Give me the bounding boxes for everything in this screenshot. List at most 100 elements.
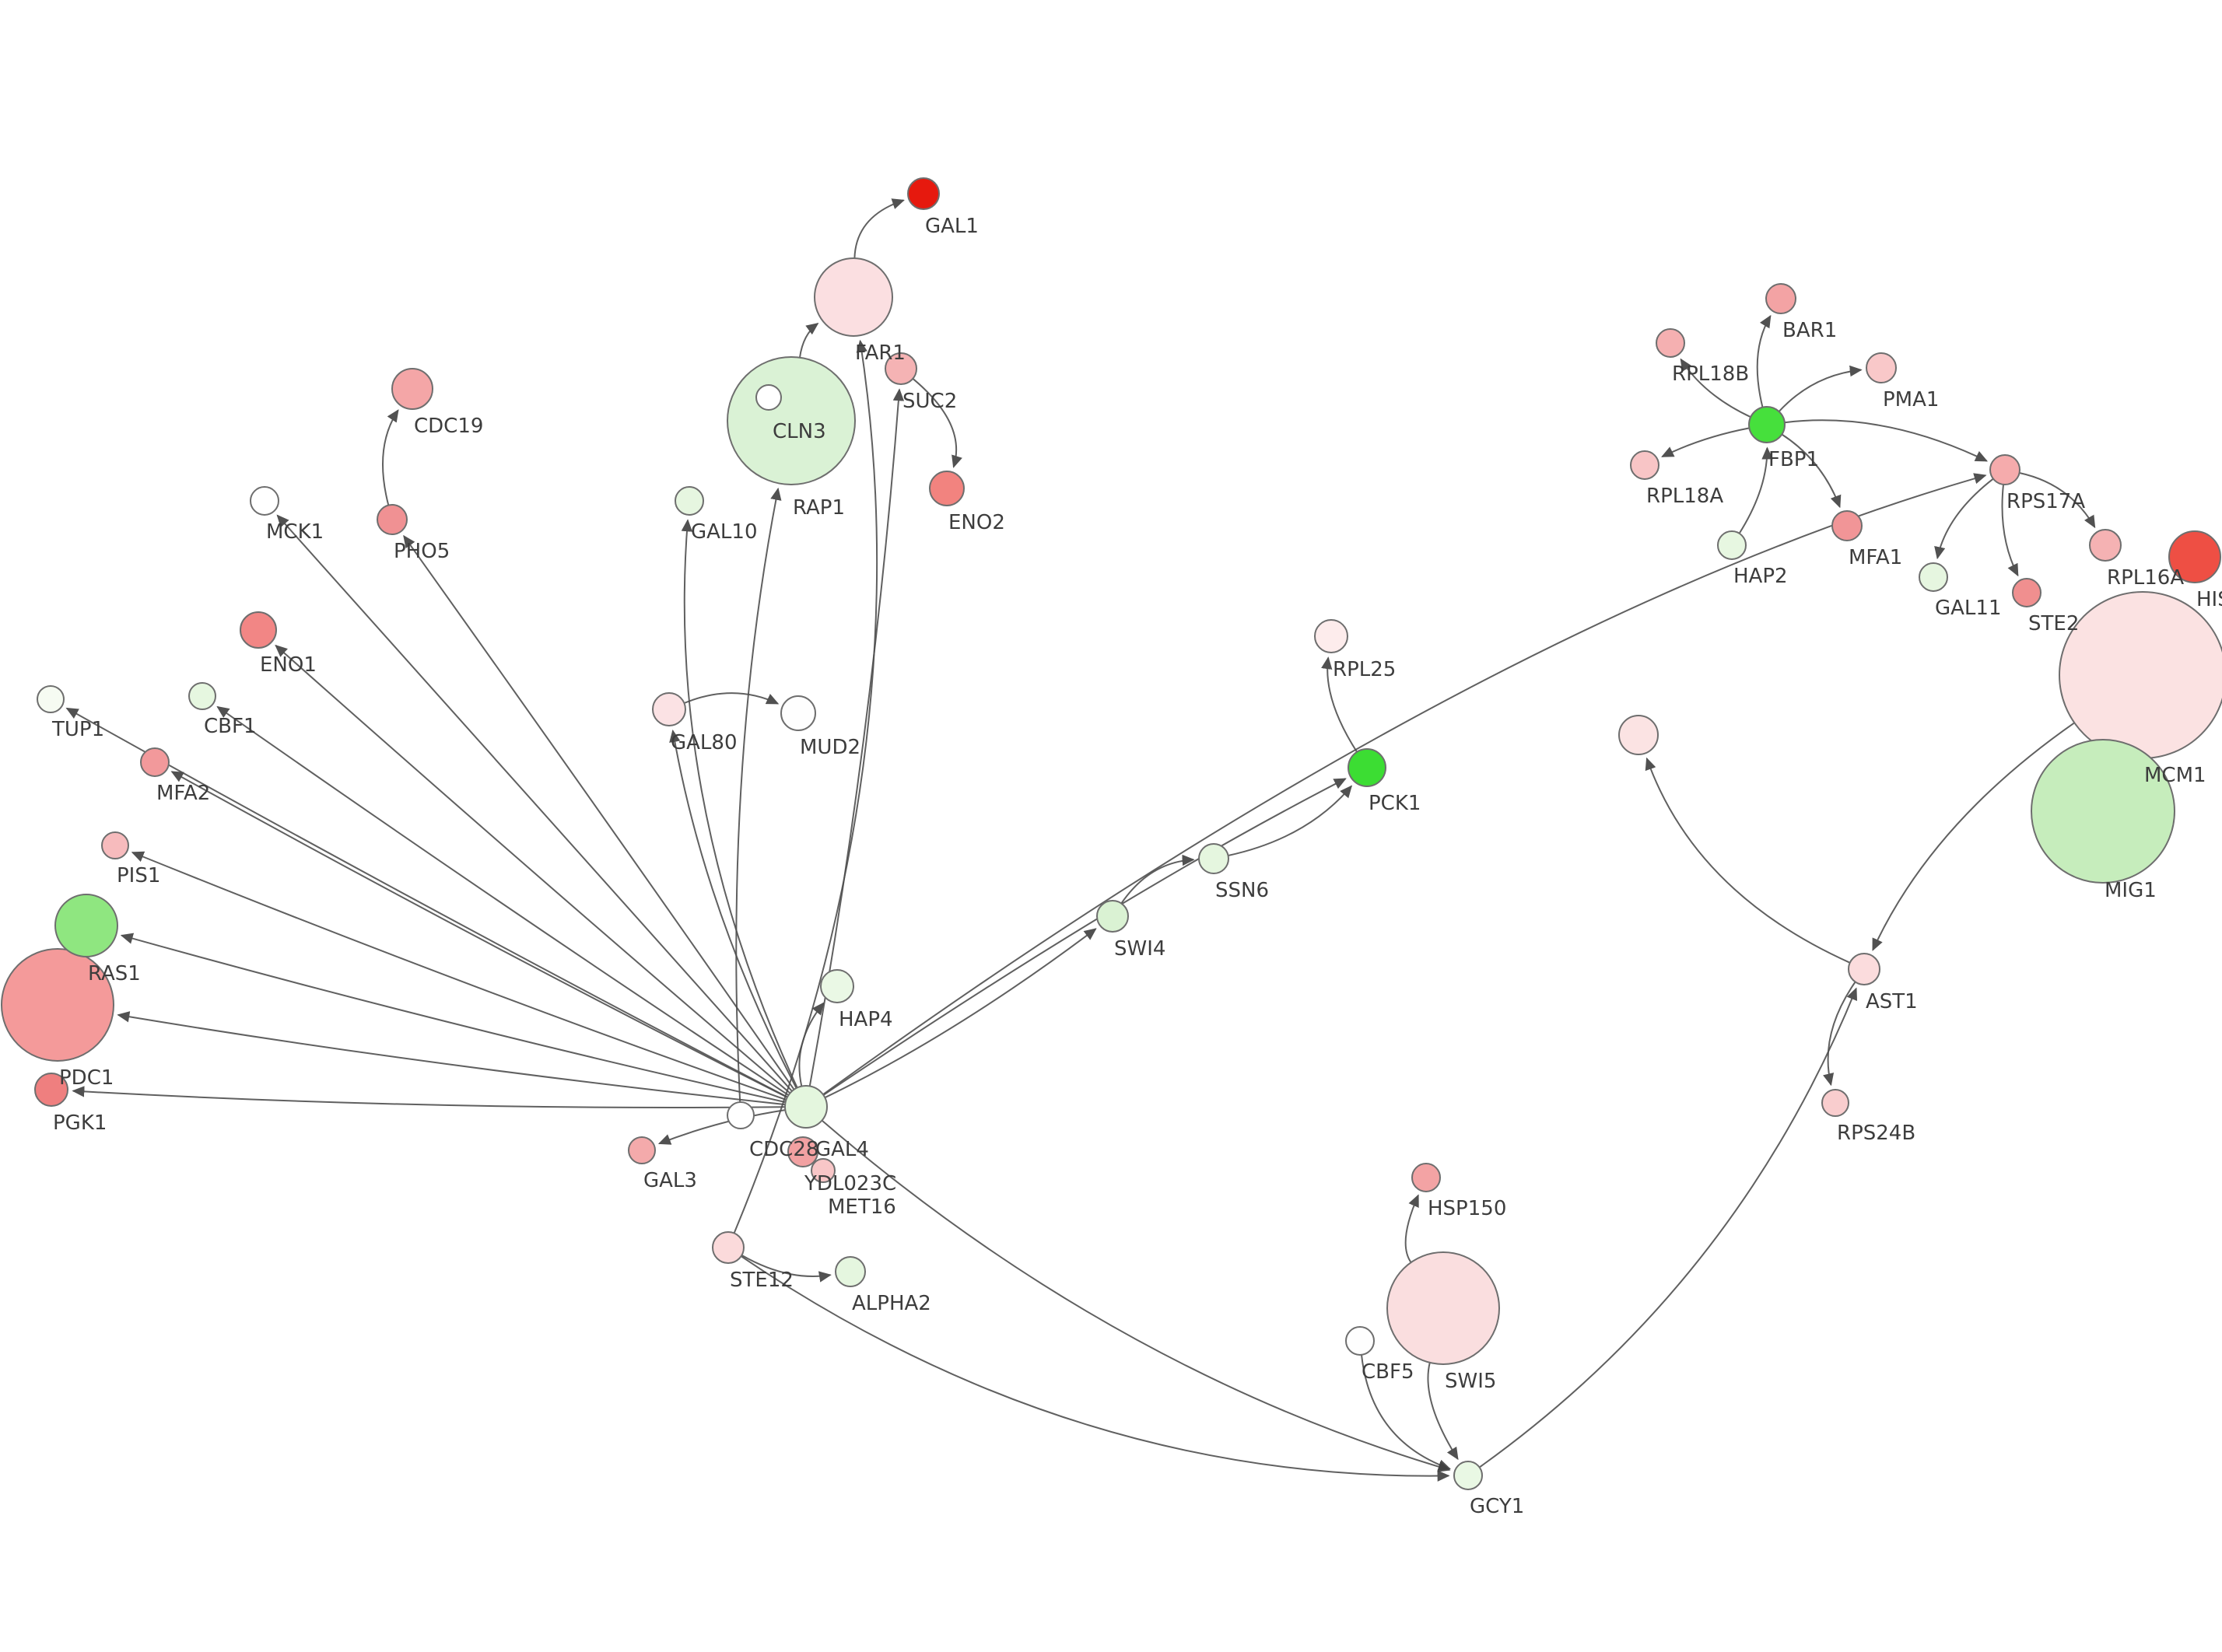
node-GAL3[interactable]: [628, 1136, 656, 1164]
edge-SWI4-SSN6: [1120, 854, 1195, 905]
node-GAL4[interactable]: [784, 1085, 828, 1129]
label-MET16: MET16: [828, 1195, 896, 1219]
node-RAP1[interactable]: [755, 384, 782, 411]
edge-GAL4-TUP1: [65, 707, 788, 1098]
label-RPS24B: RPS24B: [1837, 1122, 1915, 1145]
edge-MCM1-AST1: [1872, 722, 2075, 951]
label-PIS1: PIS1: [117, 864, 160, 887]
node-ALPHA2[interactable]: [835, 1256, 866, 1287]
edge-FBP1-PMA1: [1778, 365, 1863, 412]
node-YDL023C[interactable]: [787, 1136, 818, 1167]
node-PIS1[interactable]: [101, 831, 129, 859]
node-CBF1[interactable]: [188, 682, 216, 710]
node-MCM1[interactable]: [2059, 591, 2222, 759]
node-CDC28[interactable]: [727, 1101, 755, 1129]
node-SSN6[interactable]: [1198, 843, 1229, 874]
node-SWI4[interactable]: [1096, 900, 1129, 933]
label-RPL25: RPL25: [1333, 658, 1396, 681]
node-HAP2[interactable]: [1717, 530, 1747, 560]
edge-GAL4-PIS1: [131, 851, 787, 1101]
node-CDC19[interactable]: [391, 368, 433, 410]
node-HAP4[interactable]: [820, 969, 854, 1003]
node-HIS4[interactable]: [2168, 530, 2221, 583]
node-FBP1[interactable]: [1748, 406, 1786, 443]
label-GAL1: GAL1: [925, 215, 979, 238]
node-GCY1[interactable]: [1453, 1461, 1483, 1490]
label-GCY1: GCY1: [1470, 1495, 1524, 1518]
node-SWI5[interactable]: [1386, 1251, 1500, 1365]
node-ENO2[interactable]: [929, 471, 965, 506]
node-RPS24B[interactable]: [1821, 1089, 1849, 1117]
edge-FAR1-GAL1: [853, 198, 905, 259]
node-RPS17A[interactable]: [1989, 454, 2020, 485]
node-PCK1[interactable]: [1348, 748, 1386, 787]
label-CLN3: CLN3: [773, 420, 826, 443]
node-SUC2[interactable]: [885, 352, 917, 385]
label-RPL18B: RPL18B: [1672, 362, 1749, 386]
node-PHO5[interactable]: [377, 504, 408, 535]
edge-GAL4-RPS17A: [822, 473, 1987, 1096]
edge-GAL4-GCY1: [821, 1119, 1451, 1472]
node-HSP150[interactable]: [1411, 1163, 1441, 1192]
edge-SSN6-PCK1: [1228, 785, 1353, 856]
node-GAL1[interactable]: [907, 177, 940, 210]
node-MFA1[interactable]: [1831, 510, 1863, 541]
edge-GAL4-CBF1: [216, 705, 790, 1096]
node-MFA2[interactable]: [140, 747, 170, 777]
node-RPL25[interactable]: [1314, 619, 1348, 653]
node-MCK1[interactable]: [250, 486, 279, 516]
label-MCM1: MCM1: [2144, 764, 2206, 787]
label-SWI4: SWI4: [1114, 937, 1165, 961]
edge-SWI5-GCY1: [1427, 1362, 1459, 1461]
node-TUP1[interactable]: [37, 685, 65, 713]
label-ALPHA2: ALPHA2: [852, 1292, 931, 1315]
edge-CDC28-CLN3: [735, 487, 782, 1103]
node-FAR1[interactable]: [814, 257, 893, 337]
node-RPL18A[interactable]: [1630, 450, 1659, 480]
label-PCK1: PCK1: [1369, 792, 1421, 815]
label-HSP150: HSP150: [1428, 1197, 1506, 1220]
edge-SUC2-ENO2: [912, 378, 962, 468]
node-STE12[interactable]: [712, 1231, 745, 1264]
edge-PHO5-CDC19: [382, 409, 399, 506]
edge-AST1-RPS24B: [1823, 981, 1856, 1087]
node-MET16[interactable]: [811, 1158, 836, 1183]
label-YDL023C: YDL023C: [804, 1172, 896, 1195]
label-GAL10: GAL10: [691, 520, 758, 544]
label-MIG1: MIG1: [2105, 879, 2157, 902]
node-ENO1[interactable]: [240, 611, 277, 649]
edge-GAL4-GAL3: [657, 1109, 786, 1145]
edge-GAL4-PGK1: [72, 1086, 786, 1109]
node-PGK1[interactable]: [34, 1073, 68, 1107]
label-CBF1: CBF1: [204, 715, 257, 738]
node-node1[interactable]: [1618, 715, 1659, 755]
label-CBF5: CBF5: [1362, 1360, 1414, 1384]
node-RAS1[interactable]: [54, 894, 118, 957]
label-PHO5: PHO5: [394, 540, 450, 563]
label-PMA1: PMA1: [1883, 388, 1939, 411]
edge-FBP1-RPL18A: [1661, 427, 1750, 457]
node-CBF5[interactable]: [1345, 1326, 1375, 1356]
node-RPL18B[interactable]: [1656, 328, 1685, 358]
node-MIG1[interactable]: [2031, 739, 2175, 884]
label-GAL11: GAL11: [1935, 597, 2002, 620]
node-GAL11[interactable]: [1919, 562, 1948, 592]
edge-GAL4-GAL10: [681, 519, 798, 1088]
edge-SWI5-HSP150: [1404, 1194, 1419, 1263]
node-BAR1[interactable]: [1765, 283, 1796, 314]
node-STE2[interactable]: [2012, 578, 2042, 607]
node-GAL80[interactable]: [652, 692, 686, 726]
node-RPL16A[interactable]: [2089, 529, 2122, 562]
node-PDC1[interactable]: [1, 948, 114, 1062]
edge-PCK1-RPL25: [1321, 656, 1358, 753]
edge-STE12-ALPHA2: [741, 1255, 832, 1283]
edge-FBP1-MFA1: [1781, 433, 1842, 509]
label-MFA2: MFA2: [156, 782, 210, 805]
edge-GAL4-MFA2: [170, 771, 788, 1098]
node-GAL10[interactable]: [675, 486, 704, 516]
node-MUD2[interactable]: [780, 695, 816, 731]
label-SUC2: SUC2: [902, 390, 957, 413]
node-AST1[interactable]: [1848, 953, 1880, 985]
node-PMA1[interactable]: [1866, 352, 1897, 383]
